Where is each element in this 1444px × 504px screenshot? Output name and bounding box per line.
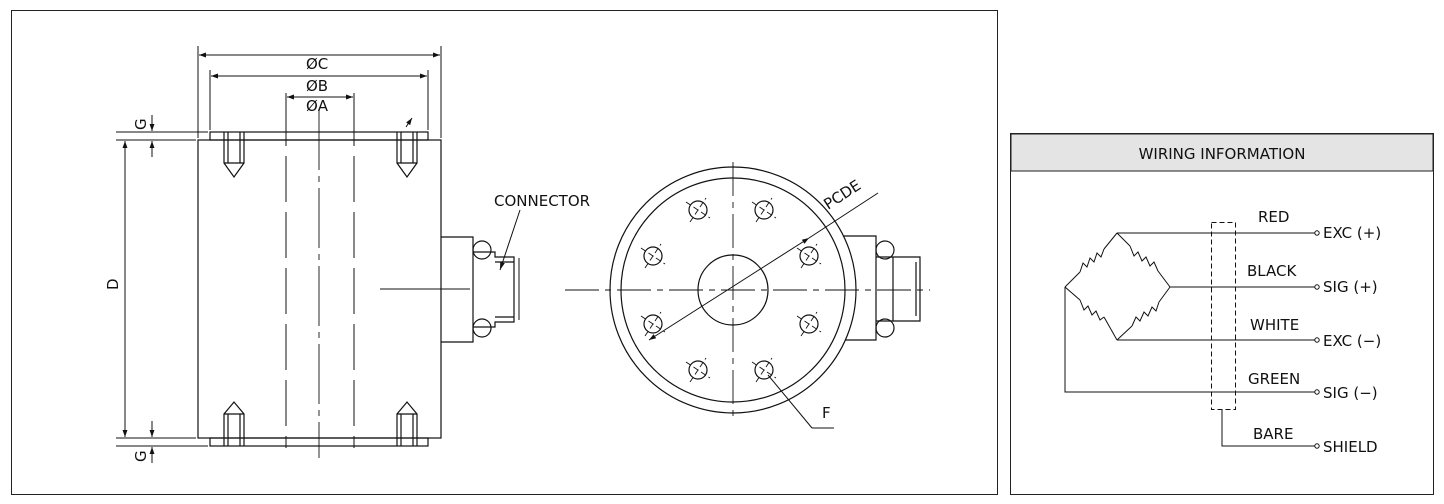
wire-color-white: WHITE xyxy=(1250,316,1299,334)
dim-g-bottom-label: G xyxy=(132,450,150,462)
connector-boss xyxy=(441,236,474,343)
wire-color-bare: BARE xyxy=(1253,425,1293,443)
dim-b-label: ØB xyxy=(306,77,328,95)
wire-signal-sig-minus: SIG (−) xyxy=(1323,384,1378,402)
cable-shield xyxy=(1211,222,1236,410)
wire-signal-shield: SHIELD xyxy=(1323,438,1378,456)
wheatstone-bridge xyxy=(1064,222,1320,449)
wire-color-green: GREEN xyxy=(1248,370,1300,388)
top-holes xyxy=(223,132,418,179)
connector-label: CONNECTOR xyxy=(494,192,590,210)
side-view xyxy=(197,100,520,458)
connector-leader xyxy=(499,209,521,271)
connector-plug xyxy=(473,251,515,328)
bottom-holes xyxy=(223,401,418,446)
wiring-header-bar xyxy=(1010,133,1434,172)
wire-signal-exc-minus: EXC (−) xyxy=(1323,332,1381,350)
wiring-title: WIRING INFORMATION xyxy=(1139,145,1306,163)
dim-g-top-label: G xyxy=(132,118,150,130)
f-leader xyxy=(767,374,834,429)
pcd-label: PCDE xyxy=(820,176,864,213)
pcd-dimension xyxy=(648,192,879,341)
top-connector-housing xyxy=(840,235,877,341)
drawing-frame xyxy=(11,10,998,495)
wire-color-black: BLACK xyxy=(1247,262,1297,280)
f-label: F xyxy=(822,404,831,422)
dim-c-label: ØC xyxy=(306,55,328,73)
wire-color-red: RED xyxy=(1258,208,1289,226)
wire-signal-exc-plus: EXC (+) xyxy=(1323,224,1381,242)
dim-d-label: D xyxy=(104,278,122,290)
dim-a-label: ØA xyxy=(306,97,329,115)
side-dimensions xyxy=(116,46,442,463)
wire-signal-sig-plus: SIG (+) xyxy=(1323,278,1378,296)
